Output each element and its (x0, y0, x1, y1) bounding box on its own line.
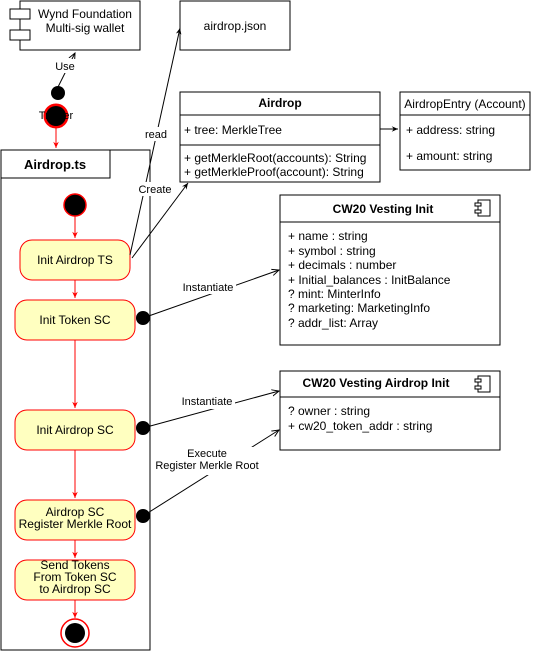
read-connector (129, 27, 182, 256)
airdrop-class-attribute: + tree: MerkleTree (184, 123, 282, 137)
cw20-vesting-init-field: ? mint: MinterInfo (288, 287, 381, 301)
cw20-vesting-init-field: + name : string (288, 229, 368, 243)
read-label-bg (142, 127, 170, 141)
instantiate-label-bg (179, 395, 235, 409)
instantiate-connector (142, 391, 279, 429)
action-init-airdrop-sc[interactable]: Init Airdrop SC (14, 409, 136, 451)
cw20-vesting-airdrop-init-field: + cw20_token_addr : string (288, 419, 432, 433)
cw20-vesting-init-field: + decimals : number (288, 258, 396, 272)
cw20-vesting-init-field: ? addr_list: Array (288, 316, 378, 330)
instantiate-label-bg (180, 280, 236, 294)
cw20-vesting-init-title: CW20 Vesting Init (333, 202, 434, 216)
airdrop-json-label: airdrop.json (204, 19, 267, 33)
execute-label-bg (153, 447, 261, 475)
airdrop-entry-title: AirdropEntry (Account) (404, 97, 525, 111)
cw20-vesting-airdrop-init-field: ? owner : string (288, 404, 370, 418)
action-label: Init Airdrop SC (36, 423, 114, 437)
trigger-label: Trigger (39, 110, 74, 122)
action-init-airdrop-ts[interactable]: Init Airdrop TS (19, 239, 131, 281)
cw20-vesting-airdrop-init-title: CW20 Vesting Airdrop Init (303, 376, 450, 390)
airdrop-json-box[interactable]: airdrop.json (179, 0, 291, 51)
create-connector (131, 182, 189, 259)
trigger-start-node (46, 106, 66, 126)
action-label: Init Token SC (39, 313, 110, 327)
action-label: Init Airdrop TS (37, 253, 113, 267)
airdrop-entry-field: + amount: string (406, 149, 492, 163)
wallet-name-line2: Multi-sig wallet (46, 21, 125, 35)
airdrop-class-method: + getMerkleProof(account): String (184, 165, 364, 179)
create-label: Create (138, 184, 171, 196)
airdrop-class-method: + getMerkleRoot(accounts): String (184, 151, 366, 165)
flow-start-node (63, 193, 87, 217)
cw20-vesting-init-field: ? marketing: MarketingInfo (288, 301, 430, 315)
airdrop-ts-title: Airdrop.ts (24, 157, 86, 172)
component-icon (474, 199, 491, 217)
cw20-vesting-init-field: + symbol : string (288, 244, 376, 258)
component-port-icon (9, 8, 31, 20)
component-icon (474, 375, 491, 393)
airdrop-class-box[interactable]: Airdrop + tree: MerkleTree + getMerkleRo… (179, 91, 381, 183)
airdrop-entry-box[interactable]: AirdropEntry (Account) + address: string… (399, 91, 531, 171)
instantiate-label: Instantiate (182, 396, 233, 408)
action-init-token-sc[interactable]: Init Token SC (14, 299, 136, 341)
cw20-vesting-airdrop-init-box[interactable]: CW20 Vesting Airdrop Init ? owner : stri… (279, 370, 501, 451)
component-port-icon (9, 29, 31, 41)
use-label-bg (52, 59, 78, 73)
wallet-component[interactable]: Wynd Foundation Multi-sig wallet (9, 0, 141, 51)
flow-end-node (60, 618, 90, 648)
use-label: Use (55, 61, 75, 73)
airdrop-entry-field: + address: string (406, 123, 495, 137)
instantiate-label: Instantiate (183, 282, 234, 294)
cw20-vesting-init-box[interactable]: CW20 Vesting Init + name : string + symb… (279, 194, 501, 346)
cw20-vesting-init-field: + Initial_balances : InitBalance (288, 273, 451, 287)
create-label-bg (137, 182, 173, 196)
airdrop-class-title: Airdrop (258, 96, 301, 110)
wallet-name-line1: Wynd Foundation (38, 7, 132, 21)
use-endpoint-dot (51, 86, 65, 100)
read-label: read (145, 129, 167, 141)
